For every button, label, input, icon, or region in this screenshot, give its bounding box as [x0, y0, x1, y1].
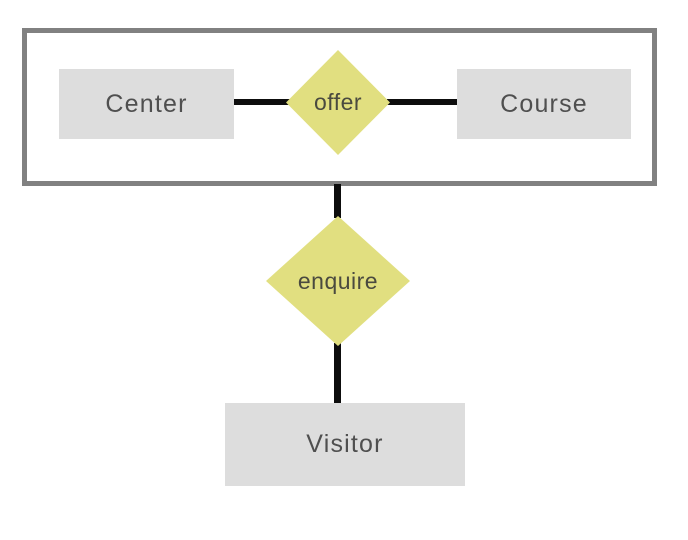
connector-frame-enquire — [334, 184, 341, 218]
relationship-enquire-label: enquire — [297, 267, 379, 294]
relationship-enquire[interactable]: enquire — [266, 216, 410, 346]
entity-center-label: Center — [105, 89, 188, 118]
grouping-frame — [22, 28, 657, 186]
entity-center[interactable]: Center — [59, 69, 234, 139]
entity-visitor[interactable]: Visitor — [225, 403, 465, 486]
connector-enquire-visitor — [334, 343, 341, 405]
entity-course[interactable]: Course — [457, 69, 631, 139]
connector-center-offer — [232, 99, 290, 105]
entity-course-label: Course — [500, 89, 588, 118]
relationship-offer-label: offer — [313, 89, 363, 115]
connector-offer-course — [387, 99, 459, 105]
entity-visitor-label: Visitor — [306, 430, 384, 458]
relationship-offer[interactable]: offer — [286, 50, 390, 155]
